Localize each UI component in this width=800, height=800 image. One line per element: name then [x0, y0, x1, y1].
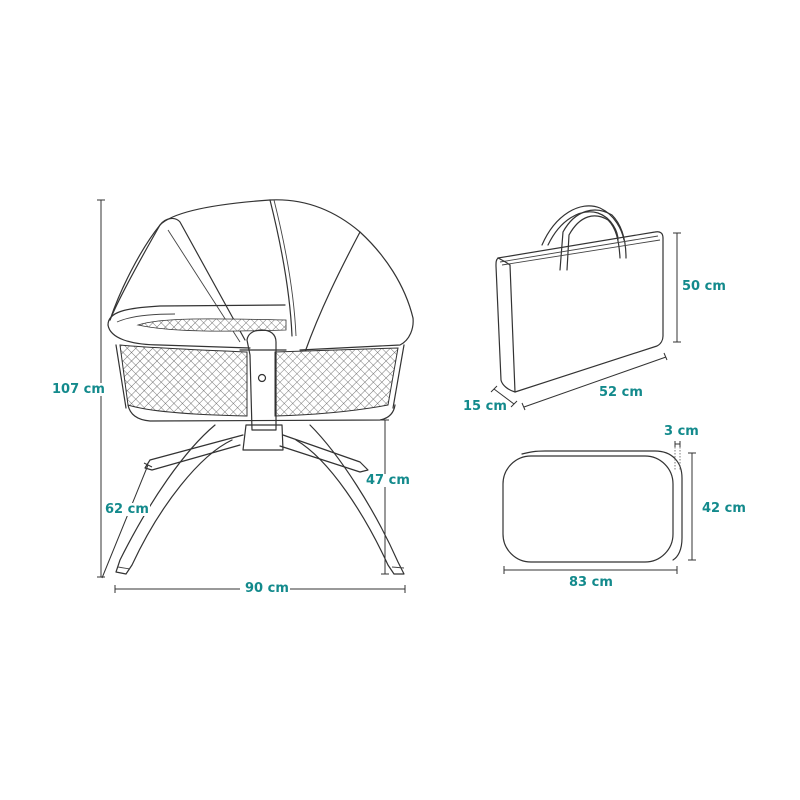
bassinet-basket-height-label: 47 cm [365, 473, 411, 488]
bassinet-height-label: 107 cm [51, 382, 106, 397]
mattress-thickness-label: 3 cm [663, 424, 700, 439]
bassinet-drawing [107, 199, 414, 575]
carry-bag-dimension-lines [490, 232, 681, 411]
carry-bag-width-label: 52 cm [598, 385, 644, 400]
mattress-dimension-lines [503, 441, 696, 574]
mattress-length-label: 83 cm [568, 575, 614, 590]
bassinet-width-label: 90 cm [244, 581, 290, 596]
bassinet-leg-length-label: 62 cm [104, 502, 150, 517]
mattress-drawing [502, 450, 683, 563]
mattress-width-label: 42 cm [701, 501, 747, 516]
carry-bag-height-label: 50 cm [681, 279, 727, 294]
carry-bag-drawing [495, 205, 664, 393]
carry-bag-depth-label: 15 cm [462, 399, 508, 414]
